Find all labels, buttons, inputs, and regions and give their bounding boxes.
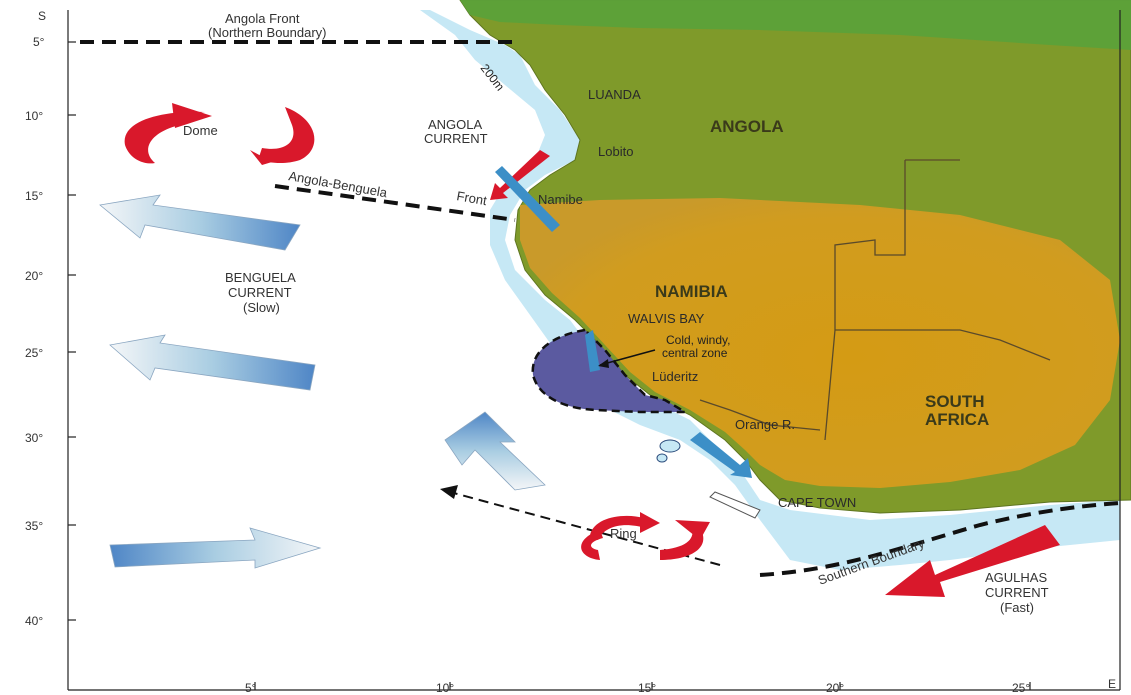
coastal-arrow-orange (690, 432, 752, 478)
lon-unit-label: E (1108, 677, 1116, 691)
dome-eddy-right-head (250, 150, 272, 165)
coastal-arrow-walvis (585, 330, 600, 372)
label-benguela-3: (Slow) (243, 300, 280, 315)
continental-shelf (420, 10, 1120, 570)
benguela-arrow-2 (109, 334, 316, 391)
lat-tick-40: 40° (25, 614, 43, 628)
region-namibia-orange (520, 198, 1120, 488)
benguela-arrow-1 (99, 194, 301, 251)
label-africa: AFRICA (925, 410, 989, 429)
central-zone-pointer (599, 349, 656, 366)
dome-eddy-right-arrow (258, 107, 315, 164)
lat-tick-marks (68, 41, 76, 621)
label-angola: ANGOLA (710, 117, 784, 136)
ring-eddy-top-arrow (590, 515, 650, 540)
dome-eddy-left-arrow (124, 111, 205, 164)
lon-tick-15: 15° (638, 681, 656, 695)
lat-unit-label: S (38, 9, 46, 23)
label-lobito: Lobito (598, 144, 633, 159)
label-agulhas-1: AGULHAS (985, 570, 1047, 585)
lat-tick-30: 30° (25, 431, 43, 445)
label-walvis-bay: WALVIS BAY (628, 311, 705, 326)
label-agulhas-2: CURRENT (985, 585, 1049, 600)
southern-boundary-line (759, 501, 1121, 577)
label-south: SOUTH (925, 392, 985, 411)
label-namibe: Namibe (538, 192, 583, 207)
lat-tick-35: 35° (25, 519, 43, 533)
ring-eddy-bottom-arrow (660, 528, 704, 560)
central-zone (531, 328, 690, 414)
coastal-arrow-angola (495, 166, 560, 232)
label-central-zone-2: central zone (662, 346, 728, 360)
lat-tick-20: 20° (25, 269, 43, 283)
angola-current-arrow (490, 150, 550, 200)
ring-eddy-top-head (640, 512, 660, 533)
ring-eddy-bottom-head (675, 520, 710, 540)
label-northern-boundary: (Northern Boundary) (208, 25, 327, 40)
ring-trajectory-line (449, 491, 721, 566)
ring-eddy-left-arrow (581, 530, 603, 560)
label-dome: Dome (183, 123, 218, 138)
label-ring: Ring (610, 526, 637, 541)
label-benguela-1: BENGUELA (225, 270, 296, 285)
lat-tick-15: 15° (25, 189, 43, 203)
label-namibia: NAMIBIA (655, 282, 728, 301)
label-benguela-2: CURRENT (228, 285, 292, 300)
ring-trajectory-arrowhead (440, 485, 458, 499)
label-central-zone-1: Cold, windy, (666, 333, 730, 347)
agulhas-current-arrow (885, 525, 1060, 597)
dome-eddy-left-head (172, 103, 212, 128)
island-2 (656, 453, 668, 463)
land-north-region (460, 0, 1131, 50)
label-angola-current-1: ANGOLA (428, 117, 483, 132)
lon-tick-10: 10° (436, 681, 454, 695)
lat-tick-25: 25° (25, 346, 43, 360)
lon-tick-20: 20° (826, 681, 844, 695)
label-ab-front-2: Front (455, 188, 488, 208)
island-1 (659, 439, 681, 453)
benguela-arrow-3 (444, 411, 546, 491)
label-luanda: LUANDA (588, 87, 641, 102)
label-luderitz: Lüderitz (652, 369, 698, 384)
border-lines (699, 159, 1051, 441)
benguela-arrow-4 (109, 527, 322, 569)
label-ab-front-1: Angola-Benguela (287, 168, 389, 200)
label-angola-current-2: CURRENT (424, 131, 488, 146)
coastal-arrow-cape (709, 491, 761, 519)
label-orange-river: Orange R. (735, 417, 795, 432)
label-angola-front: Angola Front (225, 11, 300, 26)
label-cape-town: CAPE TOWN (778, 495, 856, 510)
lon-tick-marks (254, 682, 1031, 690)
lon-tick-5: 5° (245, 681, 257, 695)
label-agulhas-3: (Fast) (1000, 600, 1034, 615)
central-zone-pointer-head (598, 359, 609, 368)
lat-tick-5: 5° (33, 35, 45, 49)
lat-tick-10: 10° (25, 109, 43, 123)
lon-tick-25: 25° (1012, 681, 1030, 695)
angola-benguela-front-line (274, 184, 516, 222)
